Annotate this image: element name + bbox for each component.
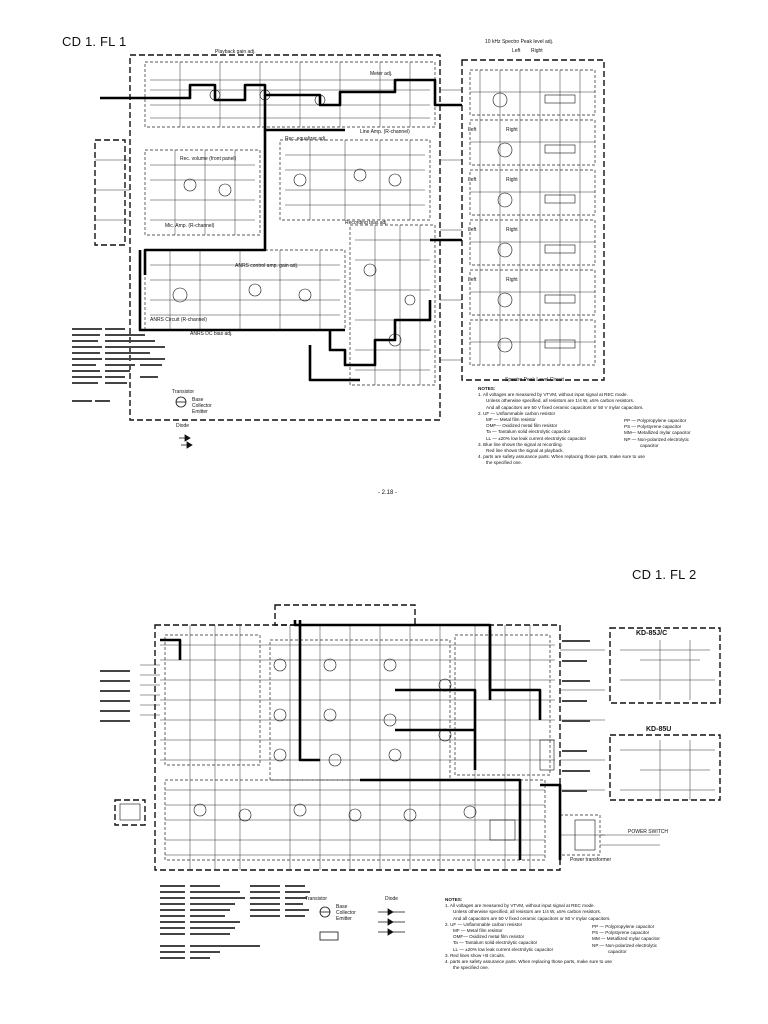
note-line: Red line shows the signal at playback. [486, 447, 564, 453]
left-label: Left [512, 48, 521, 54]
note-line: MF — Metal film resistor [486, 416, 536, 422]
note-line: 2. UF — Unflammable carbon resistor [445, 921, 523, 927]
tr-pin-collector: Collector [192, 403, 212, 409]
playback-gain-label: Playback gain adj. [215, 49, 256, 55]
meter-adj-label: Meter adj. [370, 71, 393, 77]
power-transformer-label: Power transformer [570, 857, 612, 863]
lower-parts-list [100, 640, 590, 959]
model-kd85jc: KD-85J/C [636, 630, 668, 637]
tr-pin-base: Base [336, 904, 348, 910]
note-line: 3. Red lines show +B circuits. [445, 952, 506, 958]
page-number: - 2.18 - [378, 490, 398, 496]
note-line: NP — Non-polarized electrolytic [592, 942, 658, 948]
lower-notes: NOTES: 1. All voltages are measured by V… [445, 897, 685, 971]
note-line: 2. UF — Unflammable carbon resistor [478, 410, 556, 416]
lower-wiring [140, 625, 715, 870]
note-line: capacitor [608, 948, 627, 954]
anrs-control-label: ANRS control amp. gain adj. [235, 263, 299, 269]
note-line: MM— Metallized mylar capacitor [624, 430, 691, 436]
right-label: Right [531, 48, 543, 54]
left-label: Left [468, 277, 477, 283]
tr-pin-base: Base [192, 397, 204, 403]
diode-label: Diode [176, 423, 190, 429]
note-line: 1. All voltages are measured by VTVM, wi… [478, 392, 628, 398]
note-line: And all capacitors are 50 V fixed cerami… [453, 915, 611, 921]
right-label: Right [506, 177, 518, 183]
diode-label: Diode [385, 896, 399, 902]
right-label: Right [506, 227, 518, 233]
note-line: MM — Metallized mylar capacitor [592, 936, 660, 942]
line-amp-label: Line Amp. (R-channel) [360, 129, 410, 135]
note-line: Ta — Tantalum solid electrolytic capacit… [486, 429, 571, 435]
recording-bias-label: Recording bias adj. [345, 220, 388, 226]
mic-amp-label: Mic. Amp. (R-channel) [165, 223, 215, 229]
lower-notes-title: NOTES: [445, 897, 463, 902]
lower-notes-right: PP — Polypropylene capacitor PS — Polyst… [592, 924, 660, 955]
lower-components [119, 658, 596, 851]
lower-signal-path [160, 620, 562, 860]
lower-title: CD 1. FL 2 [632, 567, 697, 582]
upper-notes-title: NOTES: [478, 386, 496, 391]
upper-inner-blocks [144, 61, 596, 386]
note-line: LL — ±20% low leak current electrolytic … [453, 946, 554, 952]
spectro-circuit-label: Spectro Peak Level Circuit [505, 377, 564, 383]
note-line: MF — Metal film resistor [453, 927, 503, 933]
note-line: PS — Polystyrene capacitor [592, 930, 650, 936]
power-switch-label: POWER SWITCH [628, 829, 668, 835]
note-line: PP — Polypropylene capacitor [624, 418, 687, 423]
note-line: OMF— Oxidized metal film resistor [486, 423, 558, 429]
left-label: Left [468, 127, 477, 133]
note-line: And all capacitors are 50 V fixed cerami… [486, 404, 644, 410]
upper-parts-list [72, 328, 165, 402]
upper-title: CD 1. FL 1 [62, 34, 127, 49]
note-line: NP — Non-polarized electrolytic [624, 436, 690, 442]
note-line: PS — Polystyrene capacitor [624, 424, 682, 430]
note-line: capacitor [640, 442, 659, 448]
note-line: OMF— Oxidized metal film resistor [453, 934, 525, 940]
note-line: 3. Blue line shows the signal at recordi… [478, 441, 563, 447]
upper-signal-path [100, 78, 462, 382]
model-kd85u: KD-85U [646, 726, 672, 733]
tr-pin-emitter: Emitter [192, 409, 208, 415]
note-line: the specified one. [486, 460, 523, 466]
transistor-label: Transistor [305, 896, 328, 902]
upper-components [172, 89, 576, 353]
note-line: 1. All voltages are measured by VTVM, wi… [445, 903, 595, 909]
tr-pin-collector: Collector [336, 910, 356, 916]
left-label: Left [468, 177, 477, 183]
note-line: Unless otherwise specified, all resistor… [486, 398, 635, 404]
upper-board-outlines [94, 54, 605, 421]
note-line: Ta — Tantalum solid electrolytic capacit… [453, 940, 538, 946]
right-label: Right [506, 127, 518, 133]
upper-wiring [95, 62, 595, 385]
upper-legend-symbols [175, 396, 193, 449]
tr-pin-emitter: Emitter [336, 916, 352, 922]
upper-notes: NOTES: 1. All voltages are measured by V… [478, 386, 718, 466]
spectro-peak-adj-label: 10 kHz Spectro Peak level adj. [485, 39, 554, 45]
left-label: Left [468, 227, 477, 233]
rec-volume-label: Rec. volume (front panel) [180, 156, 237, 162]
note-line: LL — ±20% low leak current electrolytic … [486, 435, 587, 441]
note-line: the specified one. [453, 965, 490, 971]
rec-equalizer-label: Rec. equalizer adj. [285, 136, 327, 142]
right-label: Right [506, 277, 518, 283]
lower-legend-symbols [319, 906, 405, 941]
anrs-dc-bias-label: ANRS DC bias adj. [190, 331, 233, 337]
transistor-label: Transistor [172, 389, 195, 395]
note-line: Unless otherwise specified, all resistor… [453, 909, 602, 915]
lower-inner-blocks [164, 634, 601, 861]
upper-notes-right: PP — Polypropylene capacitor PS — Polyst… [624, 418, 691, 449]
note-line: 4. parts are safety assurance parts. Whe… [445, 958, 612, 964]
note-line: 4. parts are safety assurance parts. Whe… [478, 454, 645, 460]
anrs-circuit-label: ANRS Circuit (R-channel) [150, 317, 207, 323]
note-line: PP — Polypropylene capacitor [592, 924, 655, 929]
